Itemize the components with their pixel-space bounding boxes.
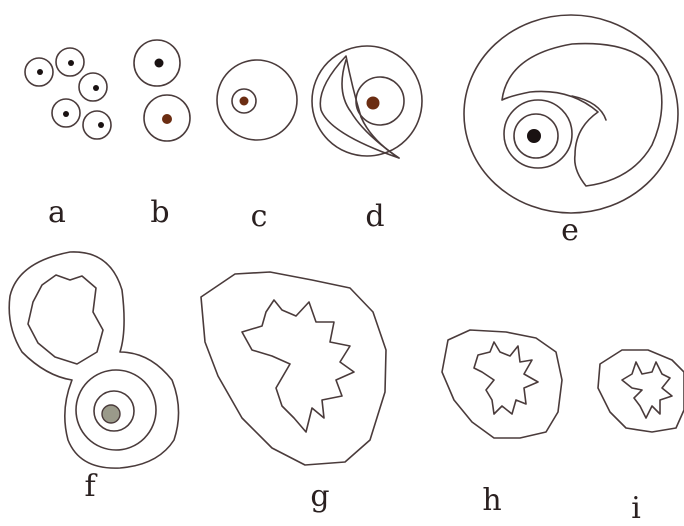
- stage-b-cells: [134, 40, 190, 141]
- stage-d-cell: [312, 46, 422, 158]
- stage-f-cell: [9, 252, 178, 468]
- stage-h-cell: [442, 330, 562, 438]
- label-f: f: [84, 469, 97, 504]
- label-h: h: [482, 483, 501, 518]
- label-g: g: [310, 479, 329, 514]
- label-b: b: [150, 195, 169, 230]
- stage-e-cell: [464, 15, 678, 213]
- label-c: c: [251, 199, 268, 234]
- stage-a-cells: [25, 48, 111, 139]
- stage-i-cell: [598, 350, 684, 432]
- label-i: i: [631, 491, 641, 526]
- stage-c-cell: [217, 60, 297, 140]
- label-d: d: [365, 199, 384, 234]
- label-e: e: [561, 213, 579, 248]
- label-a: a: [48, 195, 66, 230]
- stage-g-cell: [201, 272, 386, 465]
